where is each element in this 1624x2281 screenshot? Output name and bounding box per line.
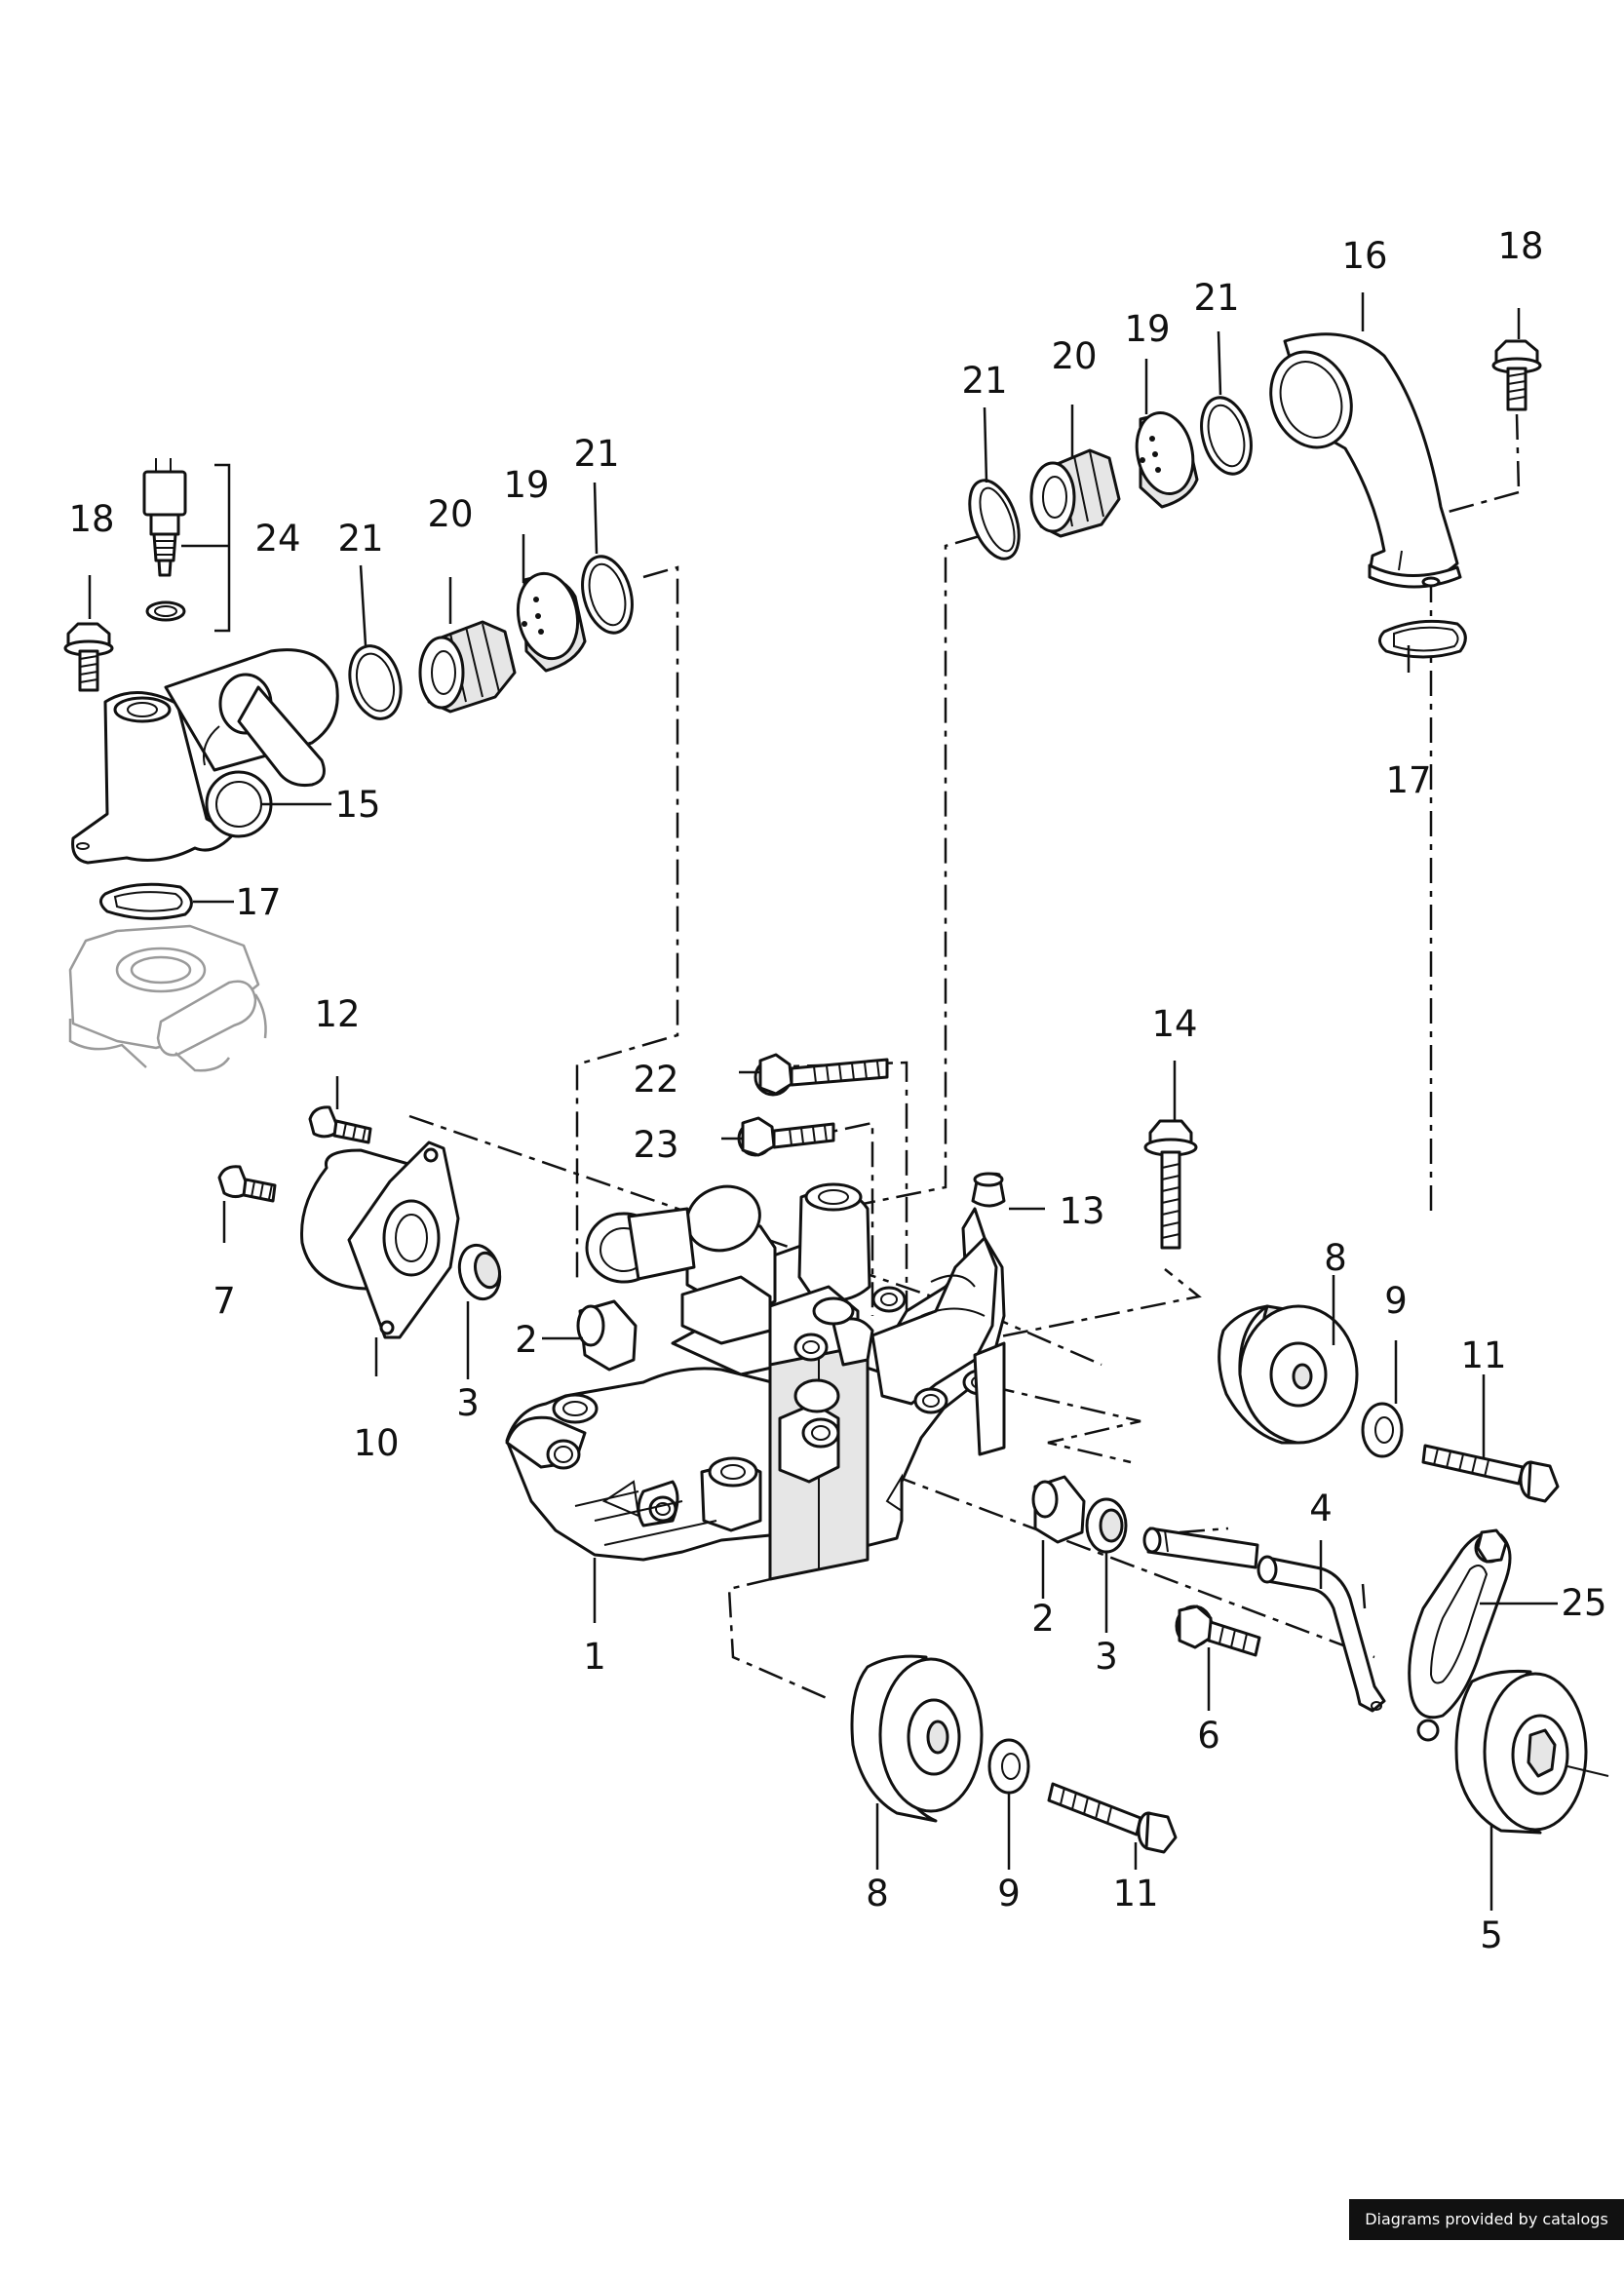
- washer-9-upper: [1361, 1402, 1404, 1458]
- hex-screw-12: [308, 1105, 372, 1144]
- callout-10: 10: [353, 1422, 399, 1464]
- flange-bolt-18-right: [1491, 339, 1542, 411]
- pipe-socket: [585, 1207, 696, 1284]
- callout-11-upper: 11: [1460, 1334, 1506, 1376]
- callout-15: 15: [334, 784, 380, 826]
- callout-7: 7: [213, 1280, 236, 1322]
- callout-18-left: 18: [68, 498, 114, 540]
- diagram-credit-badge: Diagrams provided by catalogs parts: [1349, 2199, 1624, 2269]
- housing-gasket-17-left: [99, 882, 193, 920]
- o-ring-21-left-b: [581, 555, 634, 635]
- callout-24: 24: [254, 518, 300, 560]
- main-bracket-1: [505, 1182, 1006, 1581]
- callout-4: 4: [1309, 1488, 1333, 1529]
- idler-pulley-8-upper: [1218, 1304, 1359, 1445]
- o-ring-21-right-a: [968, 479, 1021, 561]
- spacer-washer-3-upper: [457, 1243, 502, 1301]
- callout-3-lower: 3: [1095, 1636, 1118, 1678]
- seal-collar-19-right: [1135, 411, 1199, 509]
- callout-8-lower: 8: [866, 1873, 889, 1914]
- protective-cap-13: [971, 1172, 1006, 1208]
- callout-18-right: 18: [1497, 225, 1543, 267]
- hex-screw-7: [217, 1165, 277, 1203]
- callout-12: 12: [314, 993, 360, 1035]
- seal-sleeve-20-left: [418, 620, 517, 714]
- tensioner-pulley-5: [1454, 1670, 1609, 1835]
- callout-11-lower: 11: [1112, 1873, 1158, 1914]
- spacer-washer-3-lower: [1085, 1497, 1128, 1554]
- pulley-bolt-11-lower: [1047, 1782, 1178, 1854]
- callout-17-left: 17: [235, 881, 281, 923]
- callout-1: 1: [583, 1636, 606, 1678]
- o-ring-21-right-b: [1200, 396, 1253, 476]
- callout-14: 14: [1151, 1003, 1197, 1045]
- o-ring-21-left-a: [348, 644, 403, 720]
- temperature-sensor-24: [142, 458, 187, 622]
- callout-9-upper: 9: [1384, 1280, 1408, 1322]
- callout-20-right: 20: [1051, 335, 1097, 377]
- callout-17-right: 17: [1385, 759, 1431, 801]
- callout-22: 22: [633, 1059, 678, 1101]
- coolant-elbow-16: [1269, 332, 1462, 589]
- reference-engine-block-ghost: [68, 924, 267, 1072]
- callout-2-lower: 2: [1031, 1598, 1055, 1640]
- callout-labels: 1 2 2 3 3 4 5 6 7 8 8 9 9 10 11 11 12 13…: [68, 225, 1606, 1956]
- pulley-bolt-11-upper: [1421, 1444, 1560, 1503]
- elbow-gasket-17-right: [1378, 619, 1467, 659]
- callout-19-left: 19: [503, 464, 549, 506]
- callout-23: 23: [633, 1124, 678, 1166]
- callout-25: 25: [1561, 1582, 1606, 1624]
- leader-lines: [88, 292, 1558, 1911]
- tension-rod-4: [1142, 1527, 1386, 1713]
- callout-21-left-b: 21: [573, 433, 619, 475]
- hex-bolt-6: [1175, 1604, 1261, 1657]
- callout-13: 13: [1059, 1190, 1104, 1232]
- thermostat-housing-15: [71, 648, 339, 865]
- seal-sleeve-20-right: [1029, 448, 1121, 538]
- callout-20-left: 20: [427, 493, 473, 535]
- short-bolt-23: [737, 1116, 835, 1157]
- long-bolt-22: [754, 1053, 889, 1097]
- idler-pulley-8-lower: [850, 1654, 984, 1823]
- callout-16: 16: [1341, 235, 1387, 277]
- long-bolt-14: [1143, 1119, 1198, 1250]
- callout-2-upper: 2: [515, 1319, 538, 1361]
- washer-9-lower: [987, 1738, 1030, 1795]
- callout-5: 5: [1480, 1914, 1503, 1956]
- callout-21-right-a: 21: [961, 360, 1007, 402]
- callout-19-right: 19: [1124, 308, 1170, 350]
- flange-bolt-18-left: [63, 622, 114, 692]
- tensioner-plate-25: [1408, 1528, 1512, 1742]
- callout-21-left-a: 21: [337, 518, 383, 560]
- callout-21-right-b: 21: [1193, 277, 1239, 319]
- tensioner-housing-10: [300, 1140, 460, 1339]
- bushing-2-lower: [1031, 1475, 1086, 1544]
- callout-8-upper: 8: [1324, 1237, 1347, 1279]
- callout-3-upper: 3: [456, 1382, 480, 1424]
- callout-6: 6: [1197, 1715, 1220, 1757]
- bushing-2-upper: [576, 1299, 638, 1372]
- callout-9-lower: 9: [997, 1873, 1021, 1914]
- seal-collar-19-left: [516, 571, 587, 673]
